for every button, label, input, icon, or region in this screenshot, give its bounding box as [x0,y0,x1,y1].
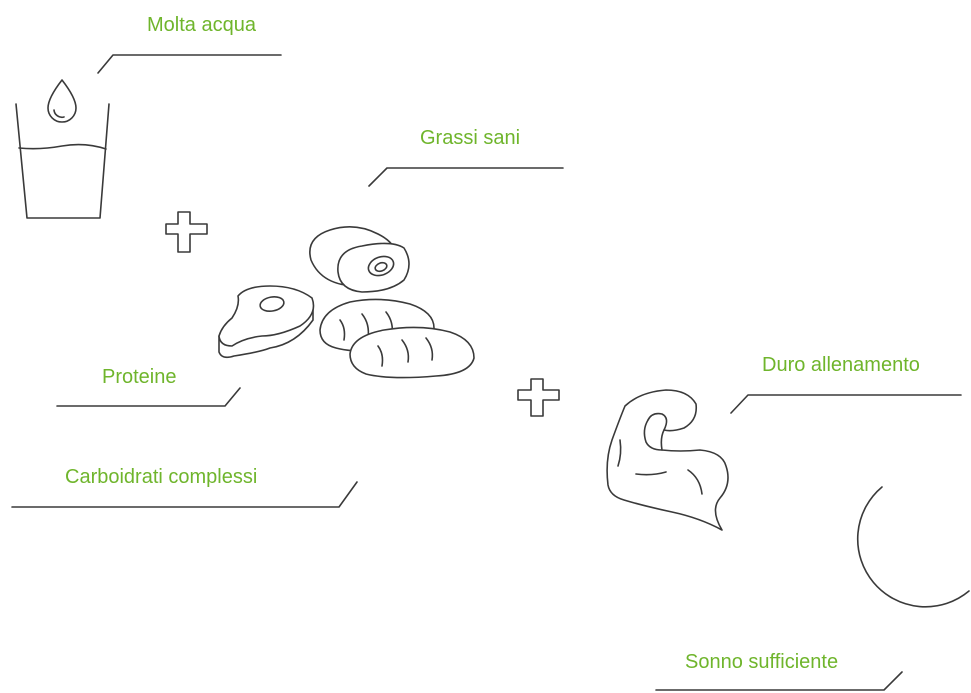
leader-line-proteins [57,388,240,406]
label-sleep: Sonno sufficiente [685,650,838,674]
label-fats: Grassi sani [420,126,520,150]
leader-line-training [731,395,961,413]
steak-icon [219,286,314,357]
label-training: Duro allenamento [762,353,920,377]
label-proteins: Proteine [102,365,177,389]
water-glass-icon [16,80,109,218]
leader-line-sleep [656,672,902,690]
leader-line-water [98,55,281,73]
flexed-arm-icon [607,390,728,530]
label-water: Molta acqua [147,13,256,37]
crescent-moon-icon [858,487,969,607]
plus-icon [166,212,207,252]
bread-icon [320,299,474,377]
label-carbs: Carboidrati complessi [65,465,257,489]
plus-icon [518,379,559,416]
avocado-icon [310,227,409,292]
leader-line-fats [369,168,563,186]
